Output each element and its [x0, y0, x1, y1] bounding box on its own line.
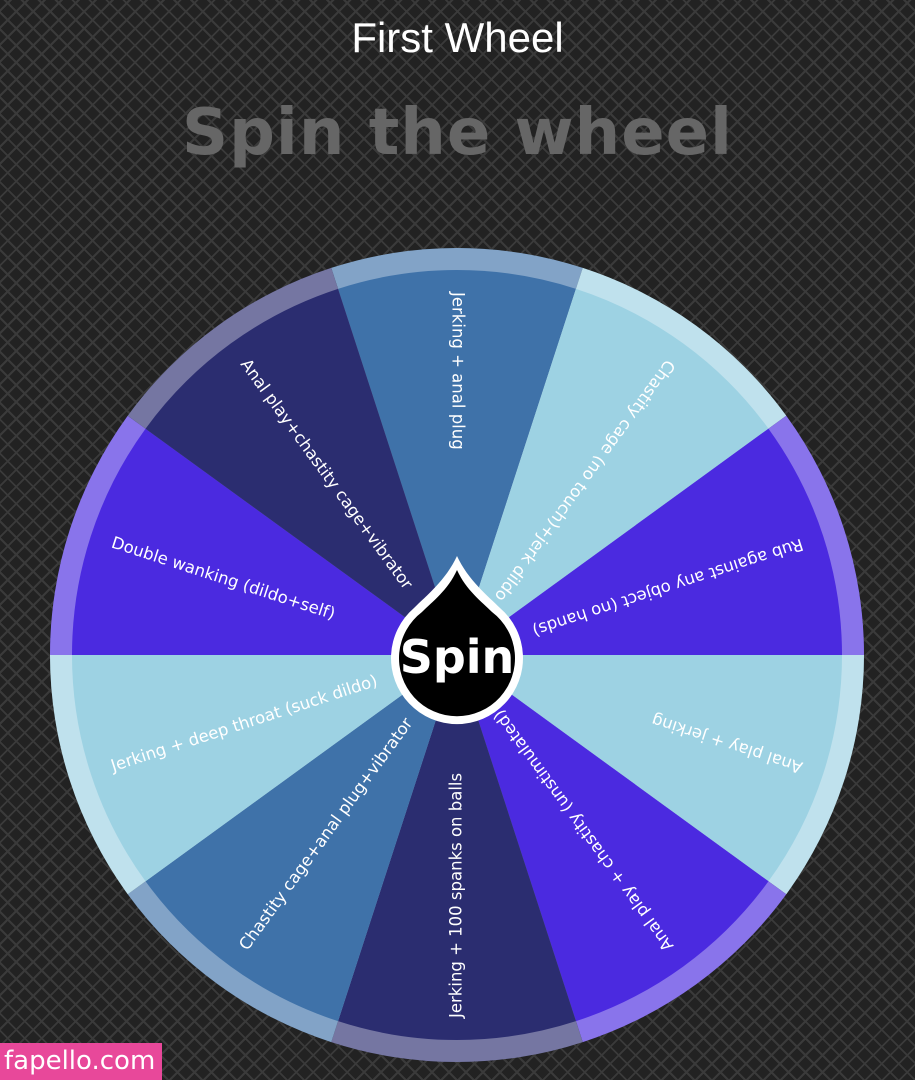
wheel-title: First Wheel	[351, 14, 564, 61]
wheel-segment	[457, 655, 842, 882]
wheel-segment	[72, 655, 457, 882]
wheel-segment	[338, 655, 576, 1040]
wheel-segment-label: Jerking + anal plug	[449, 291, 468, 450]
wheel-segment	[145, 288, 458, 655]
wheel-segment	[72, 428, 457, 655]
watermark: fapello.com	[0, 1043, 162, 1080]
wheel-segment-label: Jerking + 100 spanks on balls	[447, 773, 466, 1019]
spin-button[interactable]: Spin	[391, 556, 524, 725]
wheel-segment	[457, 288, 769, 655]
spin-button-label: Spin	[400, 630, 515, 684]
wheel-segment	[457, 428, 842, 655]
spin-the-wheel-heading: Spin the wheel	[182, 96, 733, 170]
wheel-segment	[457, 655, 769, 1022]
wheel-segment	[338, 269, 576, 655]
wheel-segment	[145, 655, 458, 1022]
